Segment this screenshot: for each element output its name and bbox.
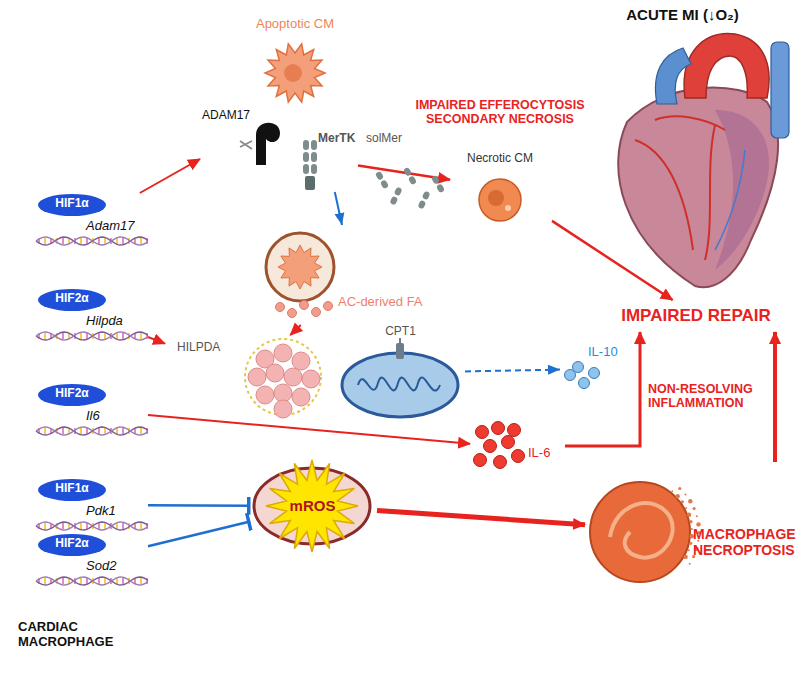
- factor-label: HIF1α: [38, 197, 106, 211]
- gene-box: HIF2αIl6: [36, 383, 148, 437]
- inhibition-connector: [148, 504, 250, 507]
- factor-label: HIF1α: [38, 482, 106, 496]
- gene-label: Hilpda: [86, 314, 123, 329]
- gene-box: HIF2αHilpda: [36, 288, 148, 342]
- arrow-connector: [565, 332, 640, 446]
- inhibition-connector: [148, 522, 250, 547]
- cell-heading: CARDIAC MACROPHAGE: [18, 620, 138, 650]
- apoptotic-cell: Apoptotic CM: [235, 15, 357, 110]
- arrow-connector: [773, 332, 777, 462]
- receptor-symbol: MerTK: [298, 130, 358, 192]
- cytokine-dots-art: [470, 418, 565, 478]
- protein-label: HILPDA: [177, 341, 220, 355]
- cytokine-label: IL-10: [588, 345, 618, 360]
- ros-label: mROS: [250, 497, 375, 514]
- arrow-connector: [377, 510, 585, 524]
- metabolite-label: AC-derived FA: [338, 295, 423, 310]
- heart-heading: ACUTE MI (↓O₂): [565, 6, 800, 23]
- necroptotic-cell: MACROPHAGE NECROPTOSIS: [585, 462, 797, 602]
- gene-box: HIF2αSod2: [36, 533, 148, 587]
- arrow-connector: [335, 192, 342, 225]
- protease-symbol: ADAM17: [200, 105, 285, 165]
- receptor-label: MerTK: [318, 132, 355, 146]
- mitochondrion: CPT1: [338, 325, 465, 420]
- factor-label: HIF2α: [38, 387, 106, 401]
- cell-label: Necrotic CM: [450, 152, 550, 166]
- arrow-connector: [465, 370, 560, 372]
- phagosome-art: [258, 225, 448, 325]
- protein-label: ADAM17: [202, 109, 250, 123]
- edge-label: NON-RESOLVING INFLAMMATION: [648, 382, 760, 411]
- arrow-connector: [148, 337, 165, 344]
- edge-label: IMPAIRED EFFEROCYTOSIS SECONDARY NECROSI…: [405, 98, 595, 127]
- outcome-text: IMPAIRED REPAIR: [598, 306, 794, 326]
- necrotic-cell: Necrotic CM: [450, 150, 552, 225]
- part-label: solMer: [366, 132, 402, 146]
- arrow-connector: [140, 159, 200, 193]
- arrow-connector: [290, 325, 301, 335]
- gene-label: Il6: [86, 409, 100, 424]
- factor-label: HIF2α: [38, 537, 106, 551]
- outcome-text: MACROPHAGE NECROPTOSIS: [693, 526, 793, 558]
- lipid-droplet: HILPDA: [165, 335, 330, 417]
- outcome-label: IMPAIRED REPAIR: [598, 300, 796, 332]
- mitochondrion-art: [338, 325, 463, 420]
- cytokine-dots: IL-6: [470, 418, 565, 478]
- gene-label: Pdk1: [86, 504, 116, 519]
- gene-label: Adam17: [86, 219, 134, 234]
- gene-label: Sod2: [86, 559, 116, 574]
- cell-label: Apoptotic CM: [235, 17, 355, 32]
- factor-label: HIF2α: [38, 292, 106, 306]
- cytokine-label: IL-6: [528, 446, 550, 461]
- arrow-connector: [148, 415, 470, 444]
- protein-label: CPT1: [338, 325, 463, 339]
- gene-box: HIF1αAdam17: [36, 193, 148, 247]
- phagosome: AC-derived FA: [258, 225, 448, 325]
- ros-burst: mROS: [250, 462, 377, 550]
- heart-illustration-art: [565, 0, 800, 300]
- heart-illustration: ACUTE MI (↓O₂): [565, 0, 800, 300]
- gene-box: HIF1αPdk1: [36, 478, 148, 532]
- cytokine-dots: IL-10: [560, 345, 632, 393]
